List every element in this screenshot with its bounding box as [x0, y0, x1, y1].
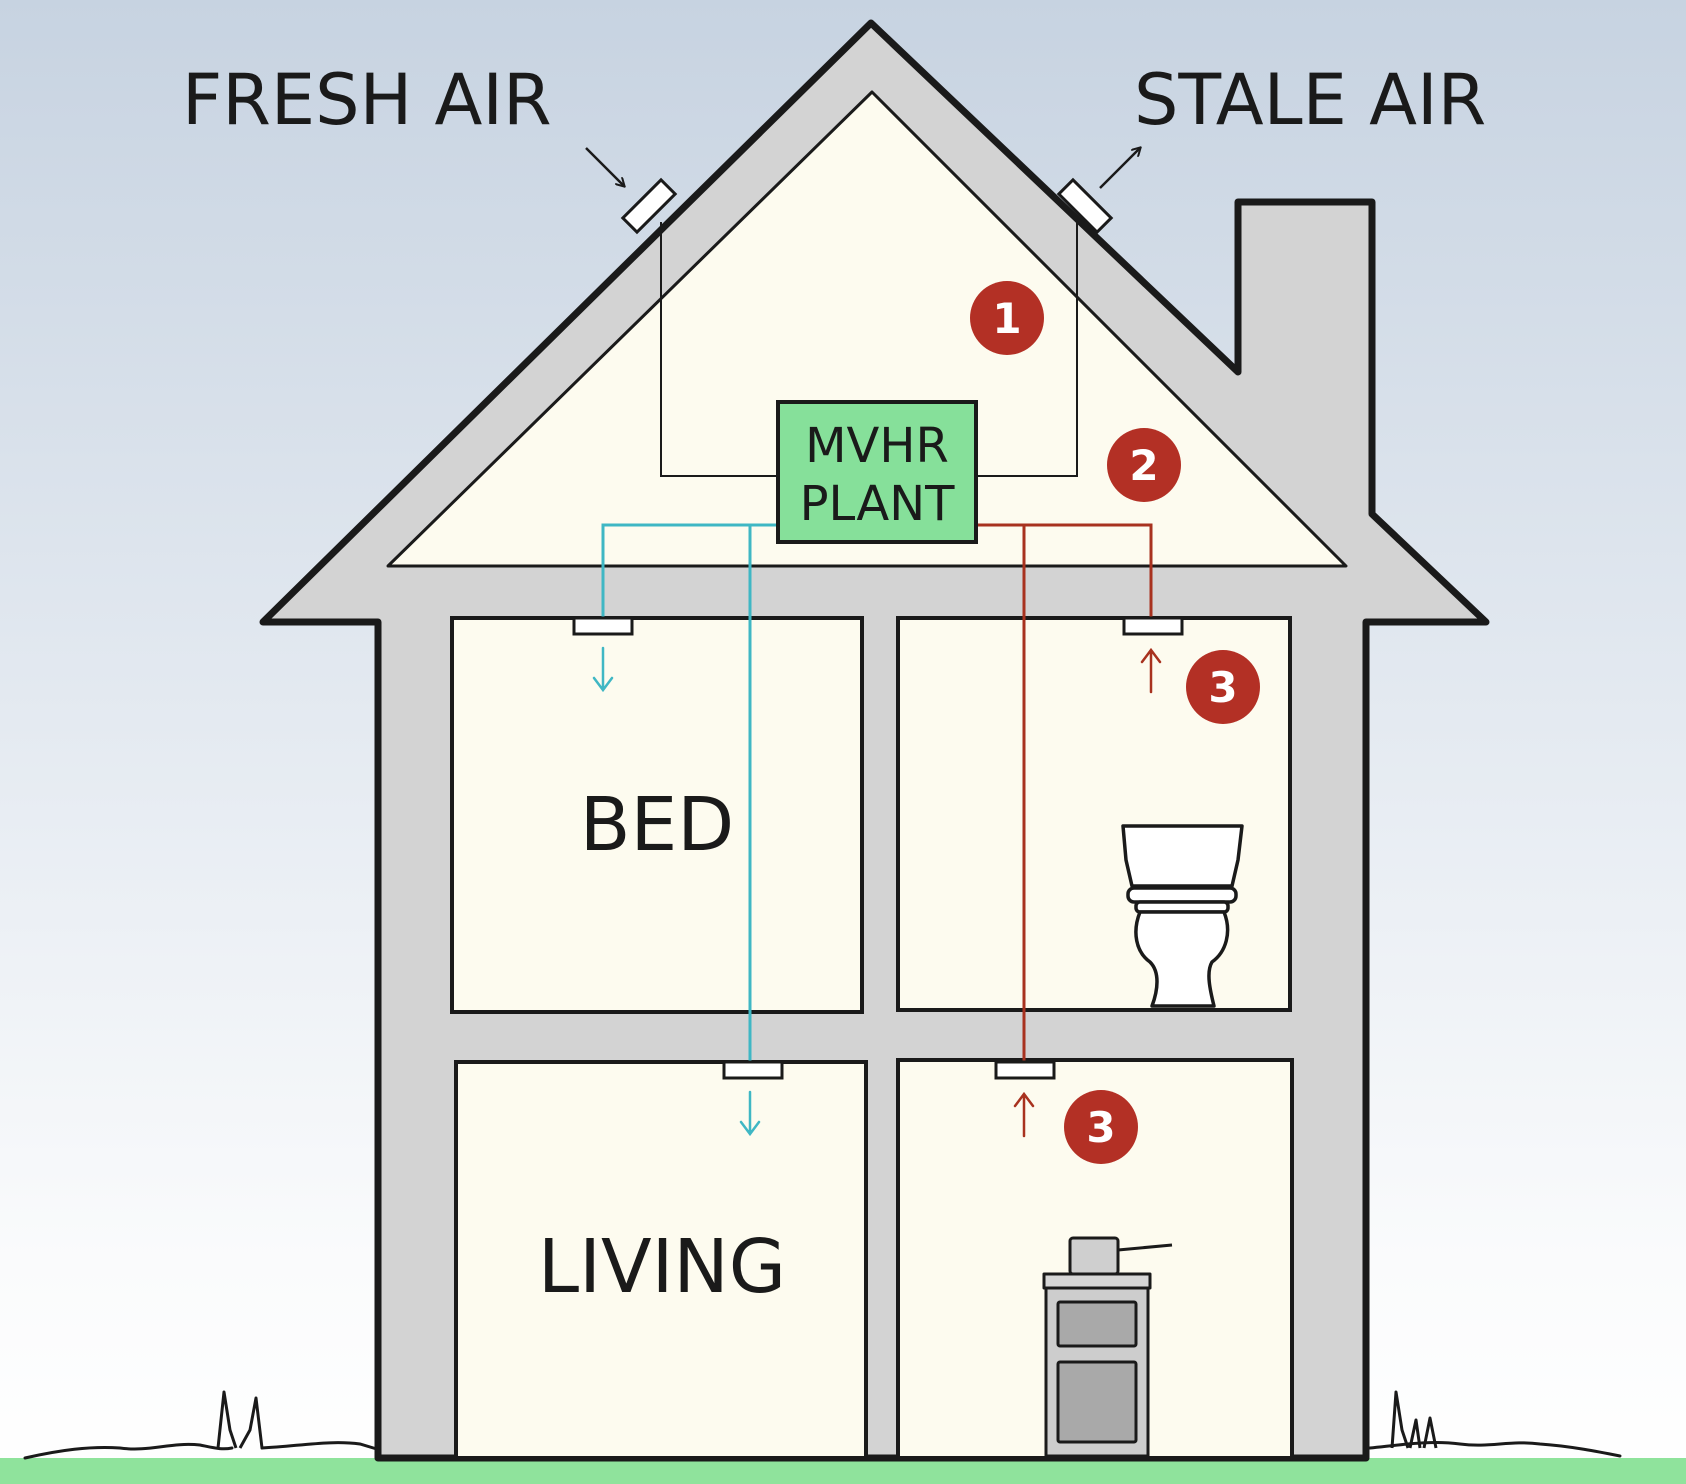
loft-space	[386, 90, 1348, 568]
cooker-icon	[1042, 1236, 1173, 1458]
supply-arrow-down-icon	[592, 646, 614, 693]
extract-arrow-up-icon	[1013, 1091, 1035, 1138]
mvhr-plant-box	[776, 400, 978, 544]
stale-air-roof-vent	[1056, 177, 1114, 235]
room-bed	[450, 616, 864, 1014]
room-living	[454, 1060, 868, 1460]
svg-text:3: 3	[1086, 1103, 1115, 1152]
badge-loft: 1	[970, 281, 1044, 355]
intake-duct	[660, 222, 778, 477]
svg-text:1: 1	[992, 294, 1021, 343]
ceiling-vent-bathroom	[1122, 616, 1184, 636]
toilet-icon	[1121, 824, 1244, 1008]
ceiling-vent-living	[722, 1060, 784, 1080]
room-label-bed: BED	[580, 782, 735, 868]
fresh-air-label: FRESH AIR	[182, 59, 552, 141]
mvhr-label-line2: PLANT	[800, 476, 956, 532]
extract-arrow-up-icon	[1140, 647, 1162, 694]
extract-duct-bathroom	[976, 523, 1153, 622]
ceiling-vent-kitchen	[994, 1060, 1056, 1080]
ground-line	[23, 1441, 1622, 1460]
mvhr-label-line1: MVHR	[805, 418, 949, 474]
badge-kitchen: 3	[1064, 1090, 1138, 1164]
grass-tuft-left	[216, 1390, 264, 1449]
ceiling-vent-bed	[572, 616, 634, 636]
badge-bathroom: 3	[1186, 650, 1260, 724]
arrow-down-right-icon	[585, 147, 624, 186]
fresh-air-roof-vent	[620, 177, 678, 235]
arrow-up-right-icon	[1099, 148, 1140, 189]
exhaust-duct	[976, 222, 1078, 477]
room-label-living: LIVING	[538, 1224, 786, 1310]
grass-tuft-right	[1390, 1390, 1438, 1449]
svg-text:2: 2	[1129, 441, 1158, 490]
supply-arrow-down-icon	[739, 1090, 761, 1137]
grass-strip	[0, 1458, 1686, 1484]
supply-duct-bed	[601, 523, 778, 622]
svg-text:3: 3	[1208, 663, 1237, 712]
badge-plant: 2	[1107, 428, 1181, 502]
stale-air-label: STALE AIR	[1134, 59, 1486, 141]
